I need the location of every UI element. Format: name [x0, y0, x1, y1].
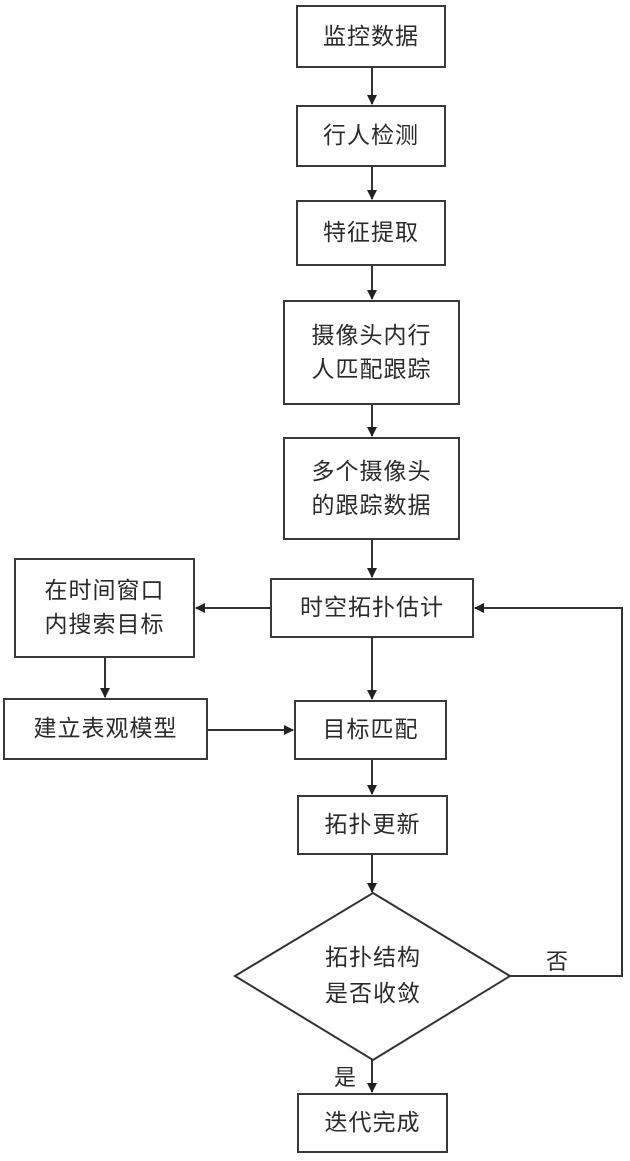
node-feature-extraction: 特征提取	[296, 200, 446, 266]
node-feature-extraction-label: 特征提取	[323, 220, 419, 246]
node-intra-camera-tracking-line2: 人匹配跟踪	[311, 356, 432, 383]
edge-label-yes: 是	[334, 1066, 357, 1091]
node-build-appearance-model: 建立表观模型	[3, 698, 208, 760]
node-search-in-window: 在时间窗口 内搜索目标	[14, 558, 195, 658]
node-iteration-complete-label: 迭代完成	[324, 1110, 421, 1136]
node-spatiotemporal-topology-estimation: 时空拓扑估计	[270, 578, 474, 638]
decision-diamond	[233, 891, 512, 1062]
node-iteration-complete: 迭代完成	[297, 1093, 448, 1153]
node-build-appearance-model-label: 建立表观模型	[33, 716, 178, 742]
node-convergence-check-line2: 是否收敛	[325, 981, 421, 1007]
node-pedestrian-detection: 行人检测	[296, 105, 446, 167]
node-pedestrian-detection-label: 行人检测	[323, 123, 419, 149]
arrow-decision-no-loop-back	[474, 603, 623, 977]
node-spatiotemporal-topology-estimation-label: 时空拓扑估计	[300, 595, 444, 621]
node-search-in-window-line1: 在时间窗口	[44, 578, 165, 604]
node-monitoring-data: 监控数据	[296, 5, 446, 68]
edge-label-no: 否	[546, 950, 569, 975]
node-intra-camera-tracking: 摄像头内行 人匹配跟踪	[283, 300, 460, 405]
node-convergence-check-line1: 拓扑结构	[325, 945, 421, 971]
node-convergence-check: 拓扑结构 是否收敛	[293, 940, 453, 1012]
node-monitoring-data-label: 监控数据	[323, 23, 419, 50]
node-intra-camera-tracking-line1: 摄像头内行	[311, 322, 432, 349]
node-target-matching-label: 目标匹配	[322, 717, 419, 743]
node-multi-camera-data-line2: 的跟踪数据	[311, 492, 432, 519]
node-multi-camera-data-line1: 多个摄像头	[311, 458, 432, 485]
node-search-in-window-line2: 内搜索目标	[44, 612, 165, 638]
node-topology-update-label: 拓扑更新	[324, 812, 421, 838]
node-topology-update: 拓扑更新	[297, 795, 448, 855]
node-multi-camera-data: 多个摄像头 的跟踪数据	[283, 437, 460, 540]
node-target-matching: 目标匹配	[294, 700, 447, 760]
